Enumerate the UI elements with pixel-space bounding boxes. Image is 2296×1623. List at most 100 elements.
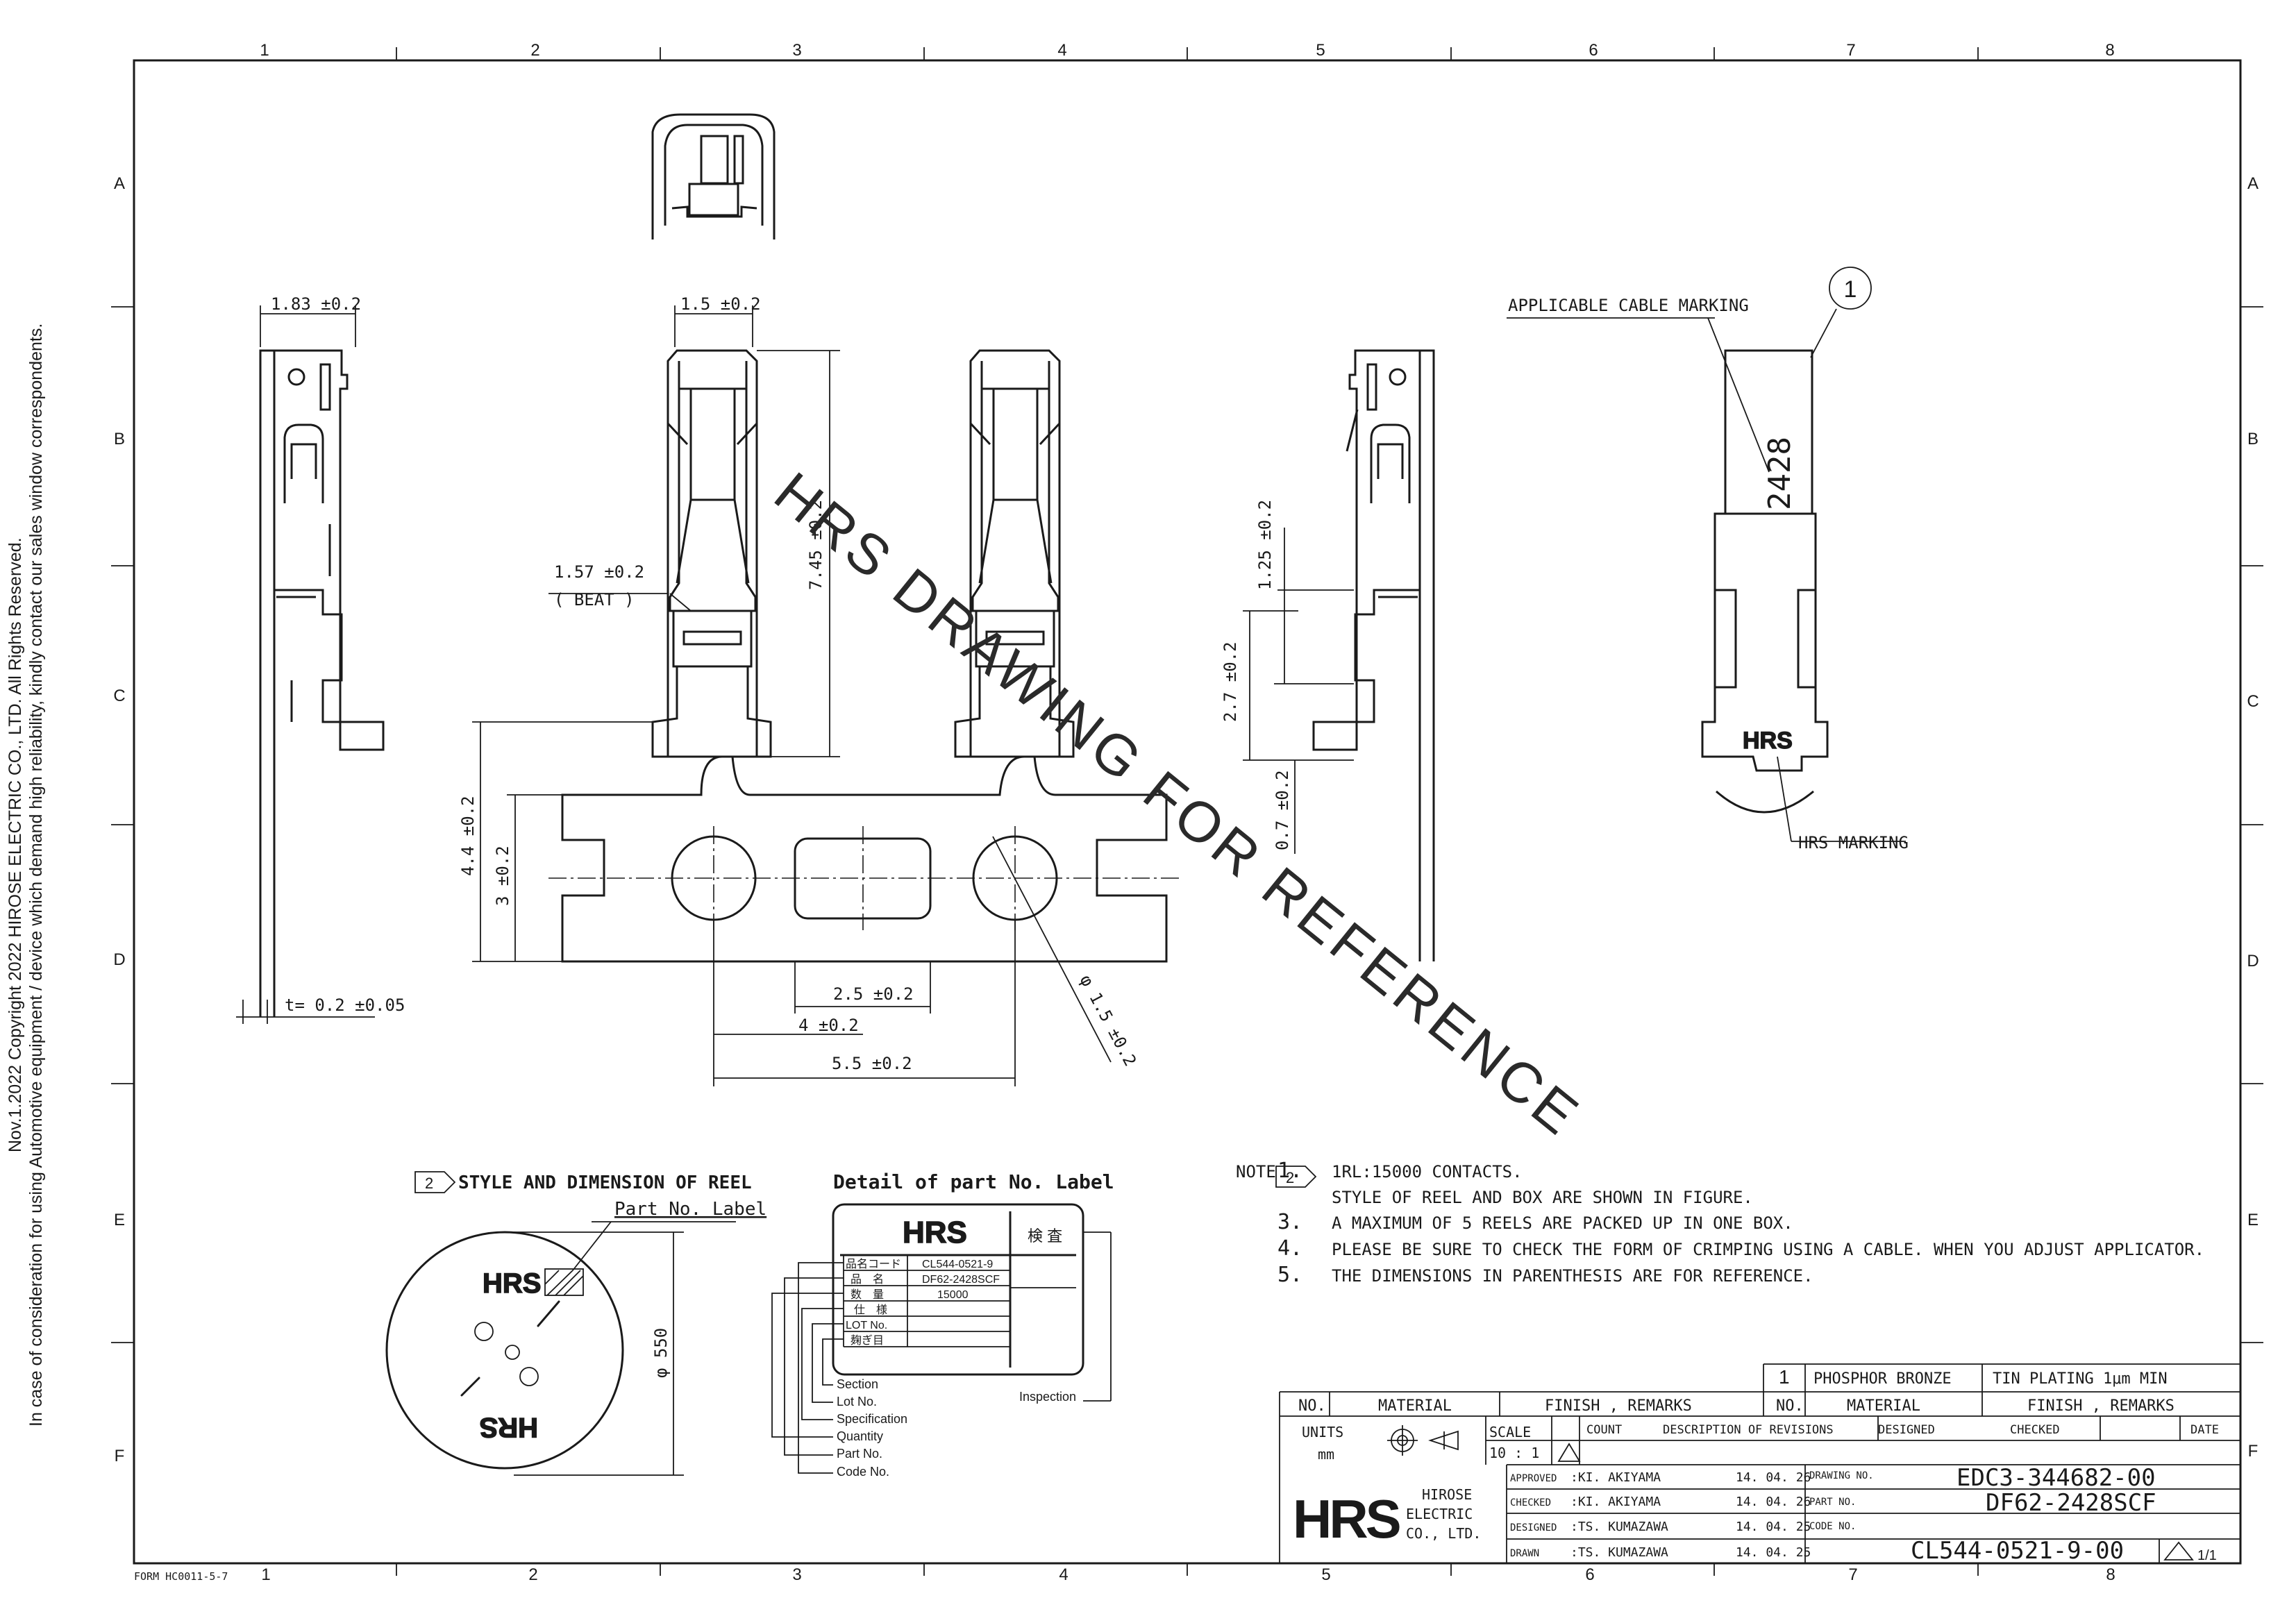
legend-item: Part No. [837, 1447, 882, 1461]
col-label: 8 [2105, 41, 2114, 60]
contact-front-view-2 [954, 349, 1075, 758]
dim-label: 5.5 ±0.2 [832, 1054, 912, 1073]
cable-marking-label: APPLICABLE CABLE MARKING [1508, 296, 1749, 315]
units-label: UNITS [1302, 1424, 1343, 1440]
note-text: THE DIMENSIONS IN PARENTHESIS ARE FOR RE… [1332, 1266, 1813, 1286]
row-label: F [2248, 1442, 2259, 1461]
svg-text:HRS: HRS [480, 1412, 538, 1443]
marking-leaders [1507, 308, 1906, 842]
col-label: 7 [1846, 41, 1855, 60]
legend-item: Quantity [837, 1429, 883, 1443]
dim-label: φ 1.5 ±0.2 [1076, 972, 1141, 1070]
dim-label: 1.5 ±0.2 [680, 294, 761, 314]
cable-marking-value: 2428 [1762, 437, 1798, 510]
col-label: 3 [792, 1565, 801, 1584]
note-number: 1. [1277, 1159, 1302, 1183]
grid-ticks [111, 47, 2263, 1576]
dim-label: 3 ±0.2 [493, 846, 512, 906]
contact-side-view-right [1312, 349, 1435, 961]
label-row-key: 品名コード [846, 1258, 901, 1270]
legend-item: Code No. [837, 1465, 889, 1479]
units-value: mm [1318, 1446, 1334, 1463]
title-block-lines [1279, 1363, 2240, 1563]
label-row-key: 数 量 [850, 1288, 884, 1301]
label-row-value: DF62-2428SCF [922, 1274, 1000, 1286]
contact-marking-view [1701, 349, 1829, 814]
label-legend: Section Lot No. Specification Quantity P… [837, 1377, 907, 1479]
code-no-label: CODE NO. [1809, 1521, 1856, 1532]
dim-label: t= 0.2 ±0.05 [285, 995, 405, 1015]
col-label: 2 [530, 41, 539, 60]
title-block-text: 1 PHOSPHOR BRONZE TIN PLATING 1μm MIN NO… [1298, 1366, 2219, 1542]
item-balloon [1829, 267, 1872, 310]
dim-label: 2.5 ±0.2 [833, 984, 914, 1004]
title-block-symbols [1387, 1425, 2194, 1561]
reference-watermark: HRS DRAWING FOR REFERENCE [763, 460, 1593, 1149]
document-numbers: DRAWING NO. EDC3-344682-00 PART NO. DF62… [1809, 1464, 2217, 1565]
contact-side-view-left [259, 349, 385, 1017]
col-label: 5 [1316, 41, 1325, 60]
scale-label: SCALE [1489, 1424, 1531, 1440]
label-row-key: 麹ぎ目 [850, 1334, 884, 1347]
dim-label: 1.83 ±0.2 [271, 294, 361, 314]
contact-front-view-1 [651, 349, 772, 758]
dim-label: 0.7 ±0.2 [1273, 770, 1292, 850]
checked-header: CHECKED [2010, 1423, 2060, 1437]
row-label: F [115, 1447, 125, 1465]
row-label: D [2247, 952, 2259, 970]
label-detail-grid [771, 1231, 1112, 1474]
col-label: 5 [1321, 1565, 1330, 1584]
dim-label: 2.7 ±0.2 [1221, 641, 1240, 722]
designed-header: DESIGNED [1878, 1423, 1935, 1437]
legend-item: Specification [837, 1412, 907, 1426]
label-detail-box [832, 1203, 1084, 1376]
col-label: 8 [2106, 1565, 2115, 1584]
header-no: NO. [1776, 1397, 1804, 1415]
label-hrs-logo: HRS [903, 1216, 967, 1250]
dim-lines-front [472, 305, 1112, 1086]
row-label: B [114, 430, 125, 448]
approval-role: CHECKED [1510, 1497, 1551, 1508]
dim-label: 4.4 ±0.2 [458, 796, 478, 876]
note-text: STYLE OF REEL AND BOX ARE SHOWN IN FIGUR… [1332, 1188, 1753, 1207]
label-row-key: LOT No. [846, 1320, 887, 1331]
approval-role: DESIGNED [1510, 1522, 1557, 1533]
row-label: C [2247, 692, 2259, 711]
part-number: DF62-2428SCF [1986, 1489, 2156, 1517]
approval-date: 14. 04. 26 [1736, 1495, 1811, 1509]
note-text: 1RL:15000 CONTACTS. [1332, 1162, 1523, 1181]
col-label: 7 [1848, 1565, 1857, 1584]
row-label: E [2247, 1211, 2259, 1229]
copyright-text: Nov.1.2022 Copyright 2022 HIROSE ELECTRI… [6, 537, 25, 1152]
drawing-number: EDC3-344682-00 [1956, 1464, 2156, 1492]
row-label: B [2247, 430, 2259, 448]
center-lines [548, 826, 1180, 930]
automotive-notice-text: In case of consideration for using Autom… [26, 323, 46, 1427]
inspection-label: Inspection [1019, 1390, 1076, 1404]
header-finish: FINISH , REMARKS [2027, 1397, 2175, 1415]
header-material: MATERIAL [1378, 1397, 1452, 1415]
count-header: COUNT [1586, 1423, 1622, 1437]
label-row-key: 仕 様 [854, 1304, 887, 1316]
dim-label: 1.57 ±0.2 [554, 562, 644, 582]
revision-header: DESCRIPTION OF REVISIONS [1663, 1423, 1834, 1437]
note-number: 5. [1277, 1263, 1302, 1287]
approval-date: 14. 04. 26 [1736, 1470, 1811, 1485]
note-text: PLEASE BE SURE TO CHECK THE FORM OF CRIM… [1332, 1240, 2204, 1259]
company-name: CO., LTD. [1406, 1525, 1481, 1542]
note2-tag [1275, 1166, 1317, 1188]
header-material: MATERIAL [1847, 1397, 1920, 1415]
col-label: 6 [1589, 41, 1598, 60]
detail-title: Detail of part No. Label [833, 1170, 1114, 1193]
label-inspect: 検 査 [1028, 1227, 1062, 1245]
label-row-value: CL544-0521-9 [922, 1259, 993, 1270]
hrs-marking-logo: HRS [1743, 728, 1793, 754]
contact-end-view [651, 113, 776, 239]
row-label: A [114, 174, 125, 193]
reel-title-tag [414, 1171, 456, 1193]
reel-title: STYLE AND DIMENSION OF REEL [458, 1172, 752, 1193]
col-label: 4 [1059, 1565, 1068, 1584]
company-name: HIROSE [1422, 1486, 1472, 1503]
material-item-no: 1 [1779, 1366, 1790, 1388]
col-label: 1 [261, 1565, 270, 1584]
